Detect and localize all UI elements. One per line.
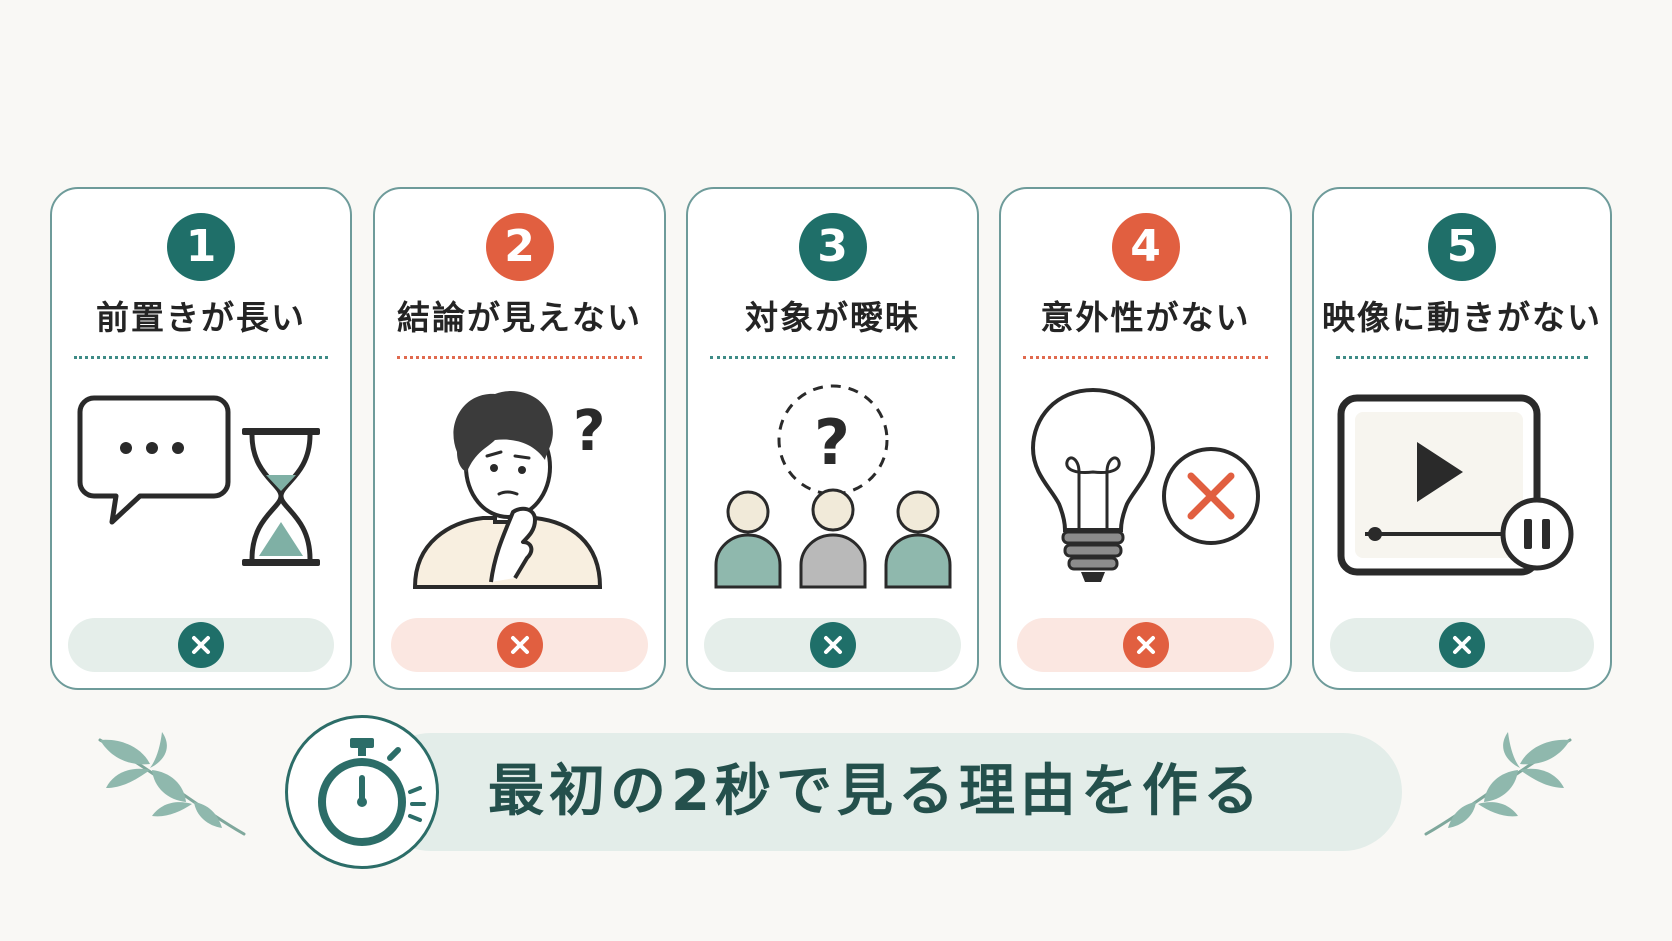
status-pill [391,618,648,672]
paused-video-icon [1337,394,1574,576]
dotted-divider [74,356,328,359]
leaf-branch-left-icon [98,732,246,836]
card-number-badge: 3 [798,213,867,281]
card-title: 前置きが長い [96,298,306,337]
message-banner [372,733,1402,851]
stopwatch-icon [318,738,426,846]
x-icon [1122,622,1169,668]
lightbulb-x-icon [1030,387,1260,582]
dotted-divider [710,356,955,359]
status-pill [1330,618,1594,672]
card-5: 5 映像に動きがない [1312,187,1612,690]
card-number-badge: 4 [1111,213,1180,281]
svg-text:?: ? [814,406,850,479]
status-pill [68,618,334,672]
x-icon [178,622,224,668]
banner-text: 最初の2秒で見る理由を作る [488,759,1264,824]
card-title: 意外性がない [1040,298,1251,337]
card-2: 2 結論が見えない ? [373,187,666,690]
x-icon [496,622,543,668]
dotted-divider [1023,356,1268,359]
x-icon [1439,622,1485,668]
dotted-divider [1336,356,1588,359]
card-number-badge: 2 [485,213,554,281]
dotted-divider [397,356,642,359]
leaf-branch-right-icon [1424,732,1572,836]
card-title: 対象が曖昧 [745,298,920,337]
speech-bubble-hourglass-icon [77,395,320,566]
svg-text:?: ? [573,399,605,464]
status-pill [1017,618,1274,672]
timer-badge [285,715,439,869]
status-pill [704,618,961,672]
card-number-badge: 1 [167,213,235,281]
card-4: 4 意外性がない [999,187,1292,690]
group-question-icon: ? [714,384,951,589]
x-icon [809,622,856,668]
confused-person-icon: ? [412,391,605,589]
card-1: 1 前置きが長い [50,187,352,690]
card-title: 結論が見えない [397,298,642,337]
card-title: 映像に動きがない [1322,298,1602,337]
card-number-badge: 5 [1428,213,1496,281]
card-3: 3 対象が曖昧 ? [686,187,979,690]
